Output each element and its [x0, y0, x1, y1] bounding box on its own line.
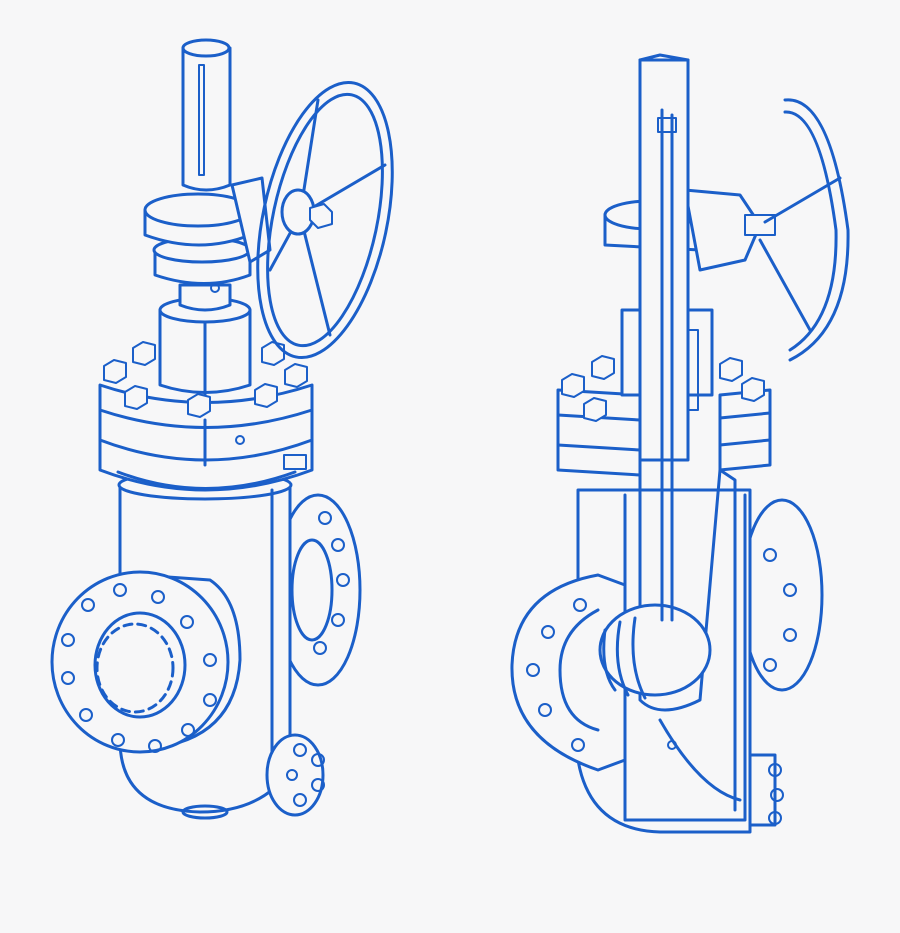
rear-flange: [274, 493, 362, 687]
valve-stem: [181, 38, 232, 192]
handwheel[interactable]: [235, 70, 415, 370]
cutaway-handwheel[interactable]: [758, 98, 850, 362]
bonnet-flange: [98, 341, 314, 492]
stem-housing: [158, 283, 252, 397]
front-flange: [50, 570, 242, 754]
gearbox: [143, 176, 272, 285]
cutaway-bonnet-flange: [556, 355, 772, 477]
bonnet-bolts: [103, 341, 308, 418]
flange-bolt-holes: [61, 583, 217, 753]
cutaway-stem-housing: [603, 188, 776, 411]
gate-disc: [598, 603, 712, 700]
cutaway-rear-flange: [740, 498, 824, 692]
cutaway-stem: [638, 53, 690, 622]
cutaway-front-flange: [510, 573, 627, 772]
gate-valve-cutaway: [510, 53, 850, 834]
drain-cover: [265, 733, 325, 817]
gate-valve-exterior: [50, 38, 415, 820]
cutaway-drain-cover: [748, 753, 784, 827]
